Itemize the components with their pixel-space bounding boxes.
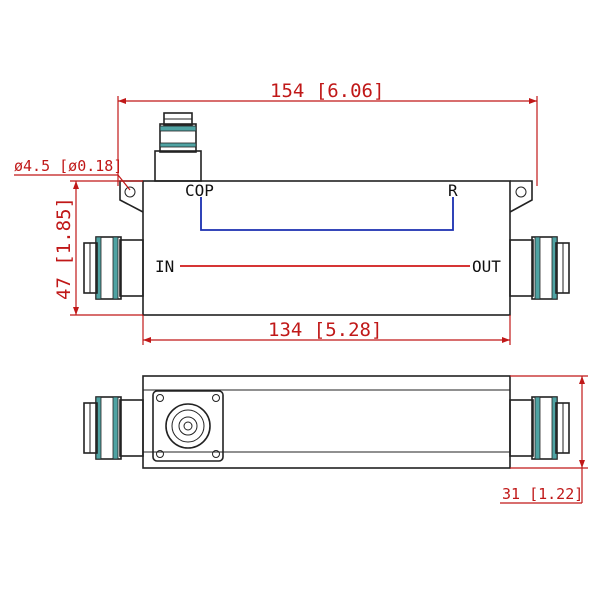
body-length-label: 134 [5.28] bbox=[268, 319, 382, 341]
hole-diameter-callout bbox=[14, 174, 131, 191]
height-dimension bbox=[70, 180, 143, 316]
port-label-output: OUT bbox=[472, 257, 501, 276]
body-length-dimension bbox=[142, 315, 511, 345]
overall-length-label: 154 [6.06] bbox=[270, 80, 384, 102]
front-input-connector bbox=[83, 396, 144, 460]
overall-length-dimension bbox=[117, 96, 538, 186]
depth-dimension bbox=[500, 375, 588, 504]
port-label-reflected: R bbox=[448, 181, 458, 200]
front-view: 31 [1.22] bbox=[83, 375, 588, 504]
front-output-connector bbox=[509, 396, 570, 460]
coupled-path-line bbox=[200, 197, 454, 231]
port-label-coupled: COP bbox=[185, 181, 214, 200]
depth-label: 31 [1.22] bbox=[502, 485, 583, 503]
hole-diameter-label: ø4.5 [ø0.18] bbox=[14, 157, 122, 175]
port-label-input: IN bbox=[155, 257, 174, 276]
height-label: 47 [1.85] bbox=[53, 197, 75, 300]
output-port-connector bbox=[509, 236, 570, 300]
right-mount-tab bbox=[509, 180, 533, 213]
top-view: COP R IN OUT 154 [6.06] ø4.5 [ø0.18] 47 … bbox=[14, 80, 570, 345]
input-port-connector bbox=[83, 236, 144, 300]
right-mount-hole bbox=[515, 186, 527, 198]
coupled-port-connector bbox=[154, 112, 202, 182]
top-body bbox=[142, 180, 511, 316]
left-mount-hole bbox=[124, 186, 136, 198]
coupled-port-flange bbox=[152, 390, 224, 462]
